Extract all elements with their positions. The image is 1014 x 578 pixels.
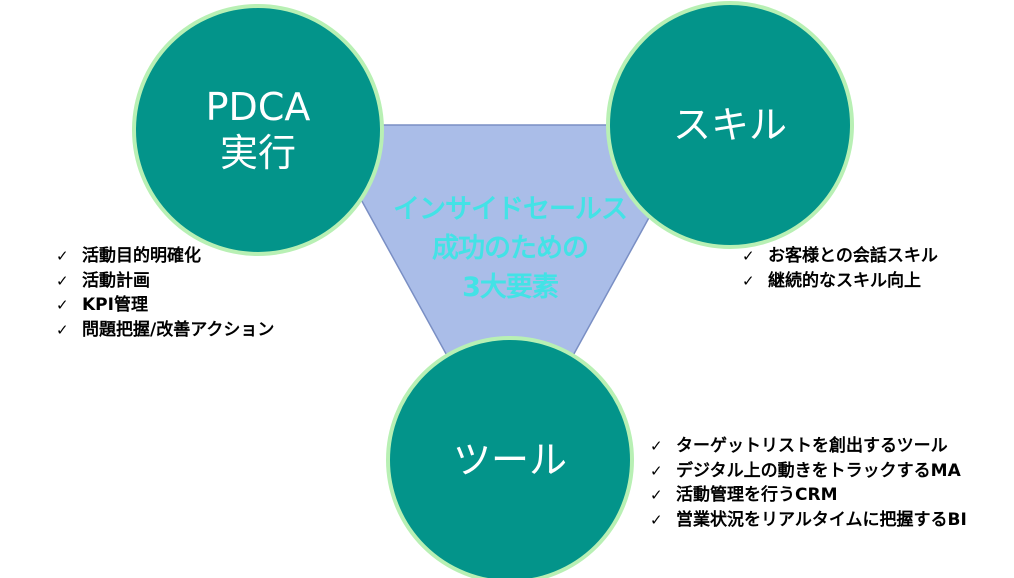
pdca-checklist-item: ✓ KPI管理 bbox=[56, 293, 274, 318]
pdca-checklist-item: ✓ 問題把握/改善アクション bbox=[56, 318, 274, 343]
pdca-item-text: 活動目的明確化 bbox=[82, 246, 201, 266]
check-mark-icon: ✓ bbox=[650, 437, 663, 455]
tool-item-text: ターゲットリストを創出するツール bbox=[676, 436, 948, 456]
tool-checklist-item: ✓ ターゲットリストを創出するツール bbox=[650, 434, 967, 459]
center-title-line-2: 成功のための bbox=[432, 233, 589, 264]
check-mark-icon: ✓ bbox=[650, 486, 663, 504]
skill-checklist: ✓ お客様との会話スキル ✓ 継続的なスキル向上 bbox=[742, 244, 938, 293]
skill-label: スキル bbox=[630, 102, 830, 148]
check-mark-icon: ✓ bbox=[742, 247, 755, 265]
center-triangle bbox=[318, 124, 702, 472]
skill-item-text: 継続的なスキル向上 bbox=[768, 270, 921, 291]
tool-label: ツール bbox=[410, 437, 610, 483]
pdca-label: PDCA 実行 bbox=[158, 84, 358, 176]
check-mark-icon: ✓ bbox=[56, 271, 69, 290]
pdca-checklist-item: ✓ 活動目的明確化 bbox=[56, 244, 274, 269]
tool-label-line-1: ツール bbox=[452, 438, 567, 482]
tool-circle bbox=[386, 336, 634, 578]
check-mark-icon: ✓ bbox=[650, 510, 663, 529]
pdca-checklist-item: ✓ 活動計画 bbox=[56, 269, 274, 294]
tool-checklist-item: ✓ 営業状況をリアルタイムに把握するBI bbox=[650, 508, 967, 533]
pdca-item-text: 問題把握/改善アクション bbox=[82, 319, 275, 340]
check-mark-icon: ✓ bbox=[56, 296, 69, 314]
pdca-item-text: 活動計画 bbox=[82, 270, 150, 291]
tool-item-text: 活動管理を行うCRM bbox=[676, 485, 838, 505]
check-mark-icon: ✓ bbox=[742, 271, 755, 290]
tool-checklist-item: ✓ デジタル上の動きをトラックするMA bbox=[650, 459, 967, 484]
pdca-circle bbox=[132, 4, 384, 256]
pdca-label-line-2: 実行 bbox=[219, 131, 296, 175]
center-title-line-1: インサイドセールス bbox=[393, 194, 628, 225]
tool-checklist-item: ✓ 活動管理を行うCRM bbox=[650, 483, 967, 508]
skill-checklist-item: ✓ 継続的なスキル向上 bbox=[742, 269, 938, 294]
tool-checklist: ✓ ターゲットリストを創出するツール ✓ デジタル上の動きをトラックするMA ✓ 活動… bbox=[650, 434, 967, 532]
skill-checklist-item: ✓ お客様との会話スキル bbox=[742, 244, 938, 269]
check-mark-icon: ✓ bbox=[56, 320, 69, 339]
tool-item-text: デジタル上の動きをトラックするMA bbox=[676, 460, 961, 481]
center-title: インサイドセールス 成功のための 3大要素 bbox=[360, 190, 660, 307]
skill-item-text: お客様との会話スキル bbox=[768, 246, 938, 266]
pdca-label-line-1: PDCA bbox=[205, 85, 311, 129]
pdca-checklist: ✓ 活動目的明確化 ✓ 活動計画 ✓ KPI管理 ✓ 問題把握/改善アクション bbox=[56, 244, 274, 342]
pdca-item-text: KPI管理 bbox=[82, 295, 148, 315]
center-title-line-3: 3大要素 bbox=[462, 272, 559, 303]
check-mark-icon: ✓ bbox=[56, 247, 69, 265]
skill-circle bbox=[606, 1, 854, 249]
check-mark-icon: ✓ bbox=[650, 461, 663, 480]
tool-item-text: 営業状況をリアルタイムに把握するBI bbox=[676, 509, 967, 530]
skill-label-line-1: スキル bbox=[672, 103, 787, 147]
